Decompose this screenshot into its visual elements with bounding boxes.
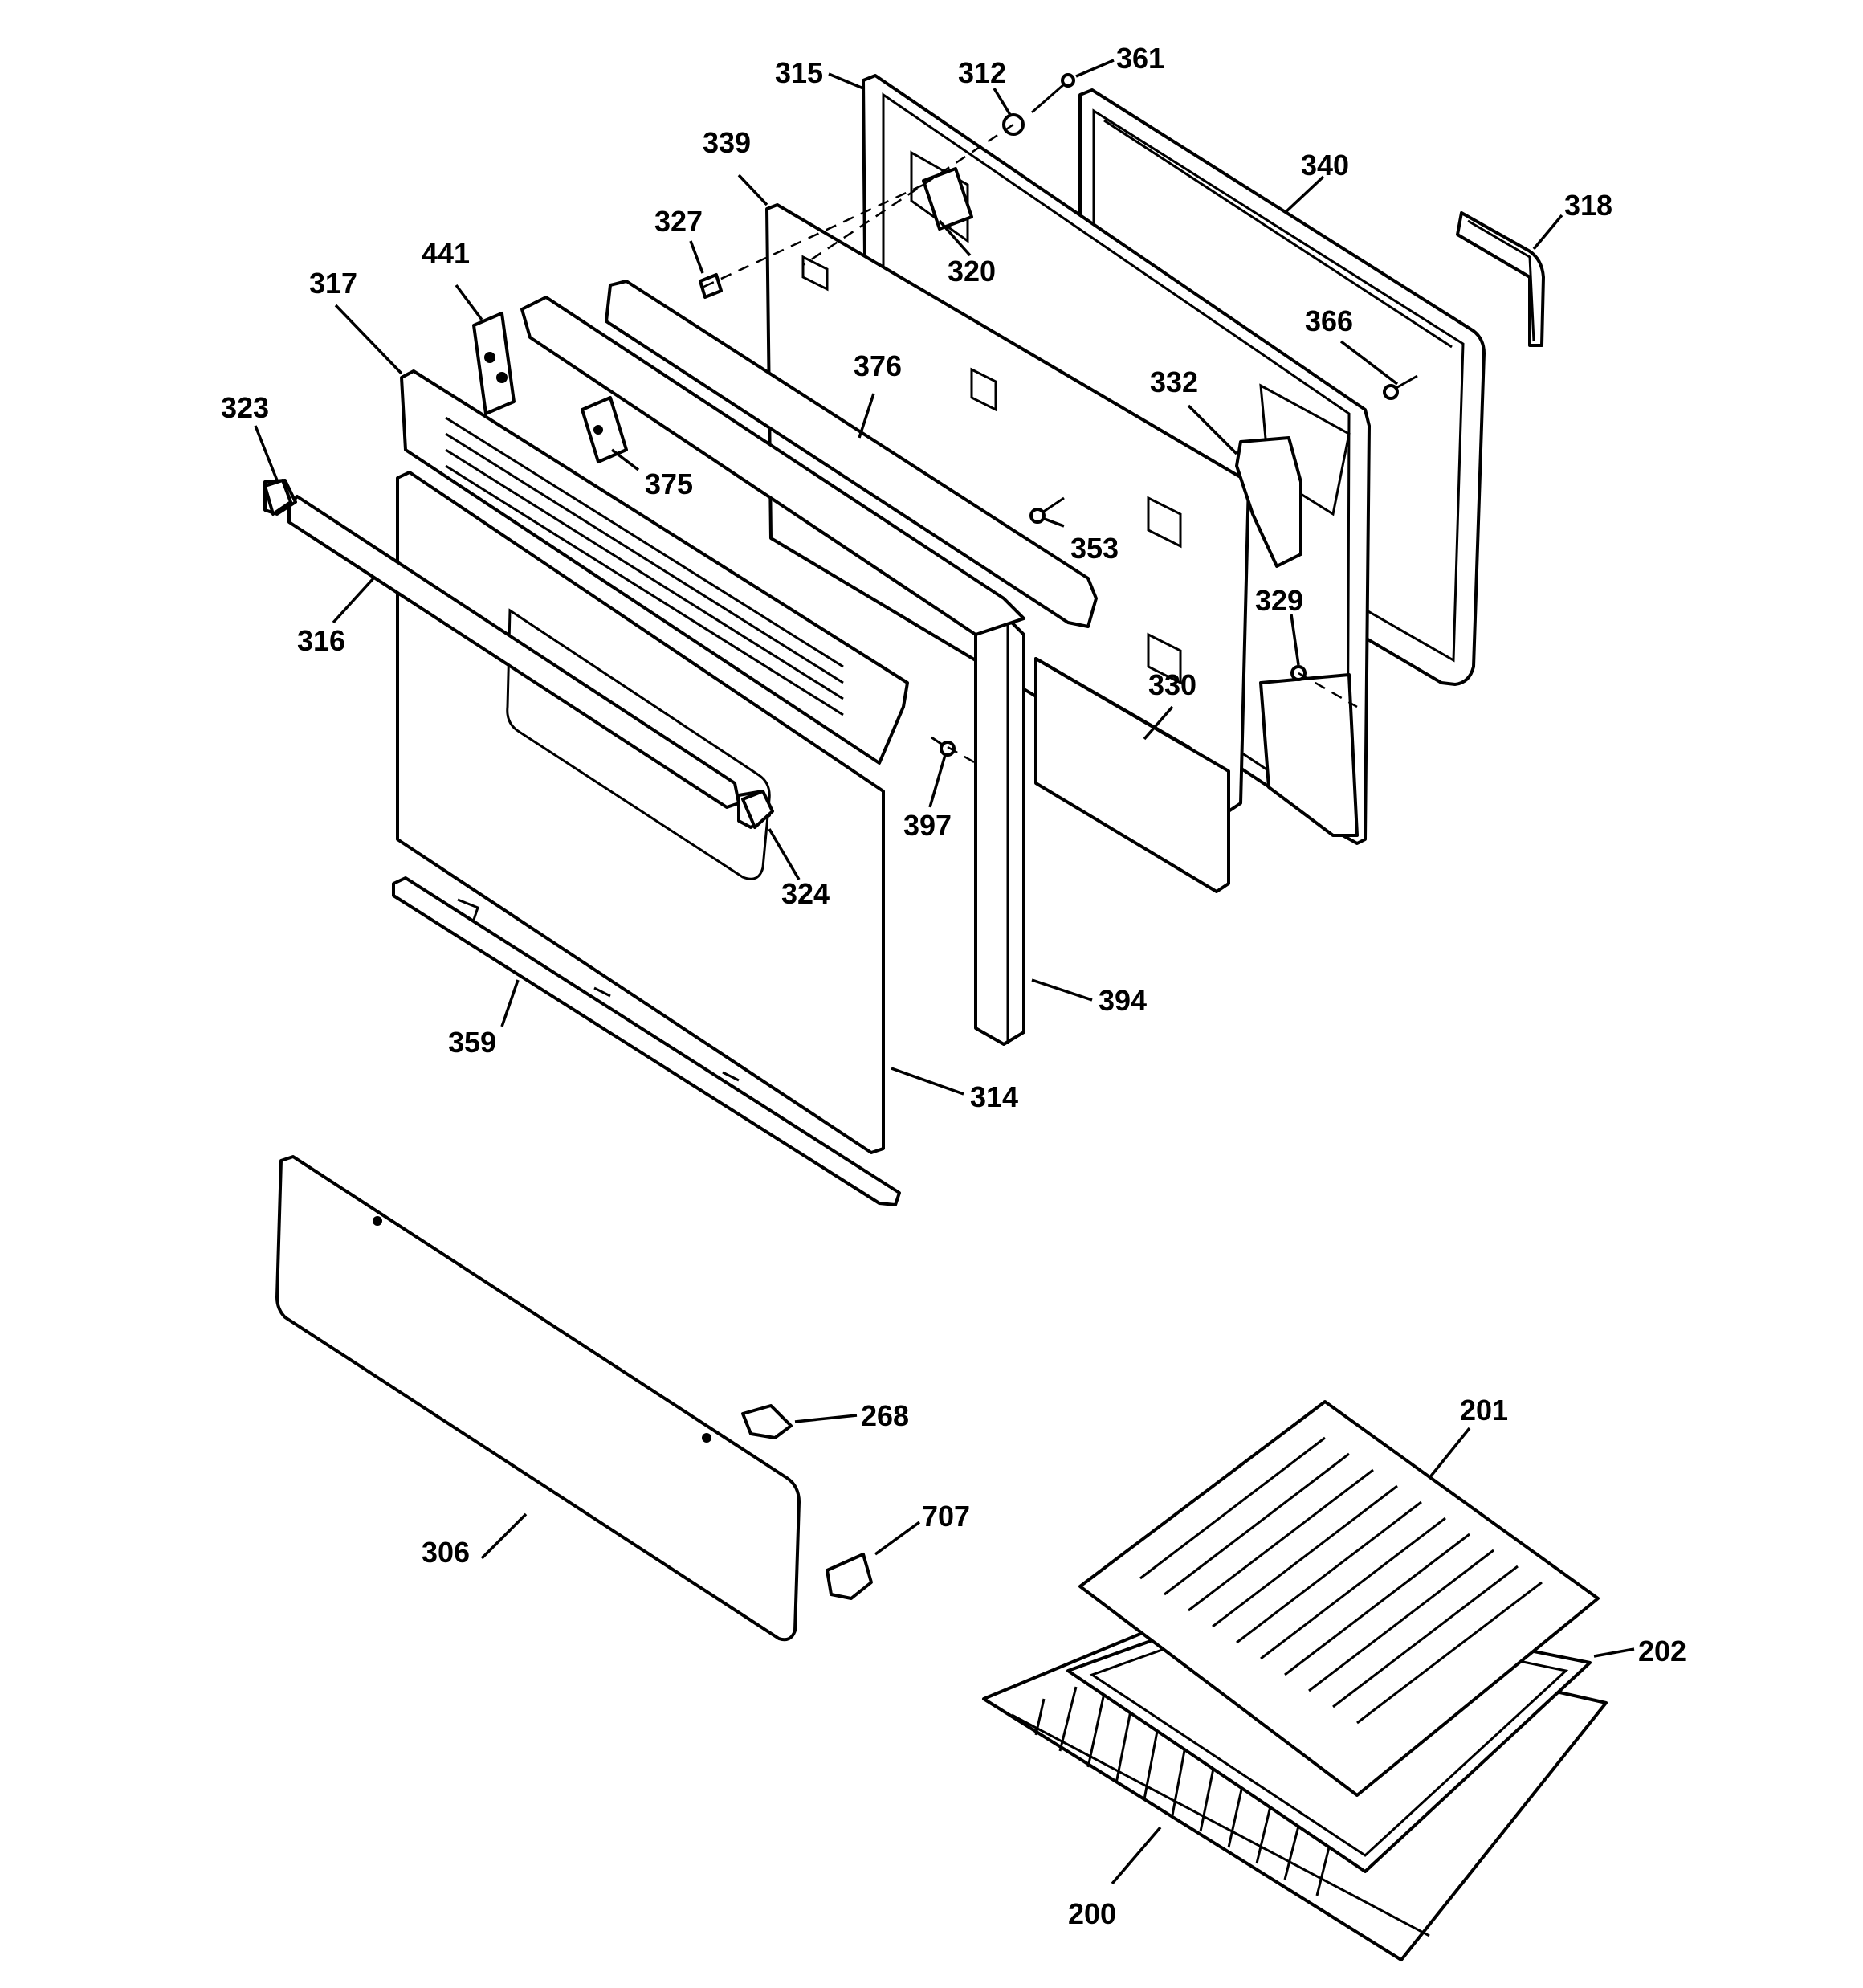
callout-327: 327	[654, 205, 703, 238]
callout-359: 359	[448, 1026, 496, 1059]
part-361-screw	[1031, 73, 1075, 114]
part-376-liner	[605, 280, 1230, 893]
callout-330: 330	[1148, 668, 1196, 701]
part-323-end-cap	[263, 479, 292, 516]
callout-361: 361	[1116, 42, 1164, 75]
callout-441: 441	[422, 237, 470, 270]
callout-labels: 315 312 361 339 340 318 327 320 441 317 …	[221, 42, 1686, 1930]
part-327-clip	[699, 273, 723, 299]
callout-339: 339	[703, 126, 751, 159]
callout-268: 268	[861, 1399, 909, 1432]
callout-324: 324	[781, 877, 830, 910]
part-201-broiler-grid	[1078, 1400, 1600, 1797]
part-324-end-cap	[741, 790, 774, 829]
part-441-hinge-bracket	[472, 312, 516, 415]
part-366-screw	[1383, 374, 1418, 400]
callout-317: 317	[309, 267, 357, 300]
part-268-clip	[741, 1404, 793, 1439]
callout-202: 202	[1638, 1635, 1686, 1668]
callout-375: 375	[645, 467, 693, 500]
part-339-inner-panel	[765, 203, 1250, 813]
callout-314: 314	[970, 1080, 1018, 1113]
callout-340: 340	[1301, 149, 1349, 182]
part-707-clip	[826, 1553, 873, 1600]
part-397-screw	[931, 736, 956, 757]
part-317-vent-frame	[400, 296, 1025, 765]
callout-332: 332	[1150, 365, 1198, 398]
leader-lines	[254, 59, 1635, 1885]
part-329-hinge-assembly	[1259, 673, 1359, 837]
callout-200: 200	[1068, 1897, 1116, 1930]
part-394-side-trim	[974, 617, 1025, 1046]
part-332-insulation	[1235, 436, 1302, 568]
callout-306: 306	[422, 1536, 470, 1569]
part-359-bottom-trim	[392, 876, 901, 1206]
part-320-hinge	[922, 167, 973, 231]
callout-397: 397	[903, 809, 952, 842]
callout-315: 315	[775, 56, 823, 89]
callout-316: 316	[297, 624, 345, 657]
callout-366: 366	[1305, 304, 1353, 337]
callout-320: 320	[948, 255, 996, 288]
part-375-bracket	[581, 396, 628, 463]
callout-201: 201	[1460, 1394, 1508, 1427]
callout-353: 353	[1070, 532, 1119, 565]
part-318-gasket	[1456, 211, 1545, 347]
part-353-screw	[1029, 496, 1065, 524]
callout-707: 707	[922, 1500, 970, 1533]
callout-376: 376	[854, 349, 902, 382]
part-306-drawer-front	[275, 1155, 801, 1642]
callout-312: 312	[958, 56, 1006, 89]
callout-323: 323	[221, 391, 269, 424]
callout-318: 318	[1564, 189, 1612, 222]
callout-394: 394	[1099, 984, 1147, 1017]
callout-329: 329	[1255, 584, 1303, 617]
